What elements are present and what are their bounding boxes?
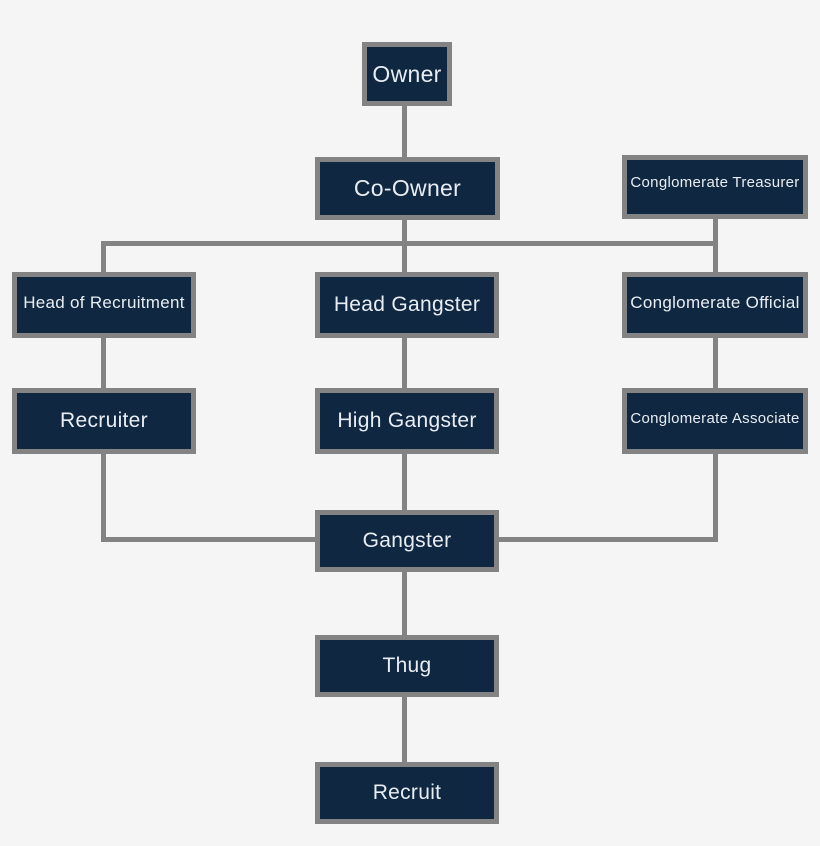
org-node-owner: Owner [362,42,452,106]
org-node-conglomerate-official: Conglomerate Official [622,272,808,338]
edge-thug-recruit [402,697,407,763]
org-node-head-of-recruitment: Head of Recruitment [12,272,196,338]
edge-highgangster-gangster [402,454,407,511]
edge-associate-down [713,454,718,542]
org-node-thug: Thug [315,635,499,697]
org-node-recruiter: Recruiter [12,388,196,454]
org-node-conglomerate-associate: Conglomerate Associate [622,388,808,454]
org-node-high-gangster: High Gangster [315,388,499,454]
edge-owner-coowner [402,106,407,158]
edge-associate-gangster [498,537,718,542]
edge-recruiter-gangster [101,537,317,542]
org-node-recruit: Recruit [315,762,499,824]
org-node-head-gangster: Head Gangster [315,272,499,338]
edge-headgangster-highgangster [402,338,407,389]
org-node-gangster: Gangster [315,510,499,572]
edge-treasurer-official [713,218,718,273]
edge-recruiter-down [101,454,106,542]
edge-headofrecruitment-recruiter [101,338,106,389]
edge-gangster-thug [402,572,407,636]
edge-bus-horizontal [101,241,718,246]
edge-coowner-headgangster [402,220,407,273]
edge-official-associate [713,338,718,389]
org-node-conglomerate-treasurer: Conglomerate Treasurer [622,155,808,219]
org-node-co-owner: Co-Owner [315,157,500,220]
edge-bus-headofrecruitment [101,241,106,273]
